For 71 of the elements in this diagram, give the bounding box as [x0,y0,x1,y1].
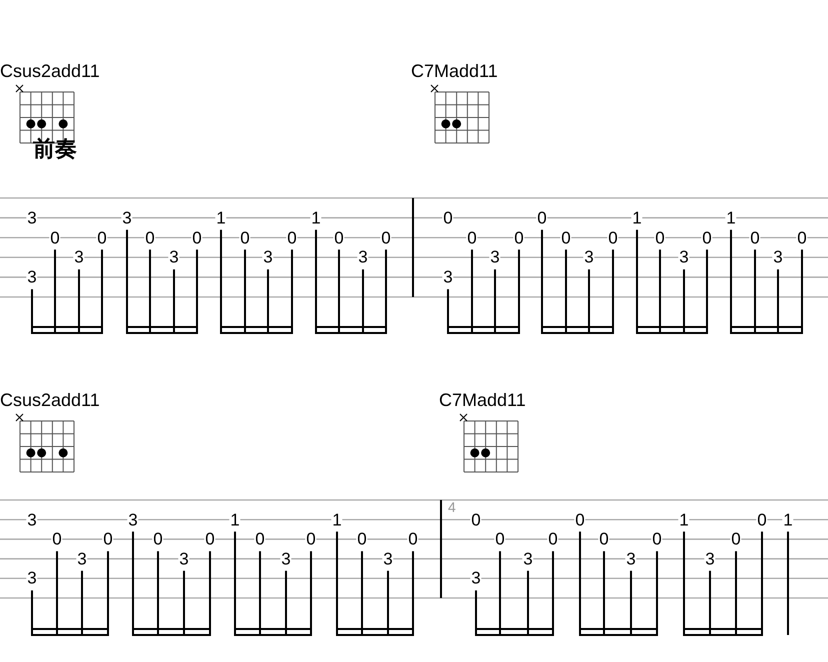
fret-number: 0 [239,229,251,246]
fret-number: 1 [331,511,343,528]
fret-number: 3 [522,550,534,568]
fret-number: 1 [310,209,322,226]
fret-number: 0 [607,229,619,246]
fret-number: 3 [470,570,482,587]
chord-name: Csus2add11 [0,62,100,80]
chord-name: C7Madd11 [411,62,498,80]
fret-number: 3 [26,511,38,528]
fret-number: 1 [631,209,643,226]
fret-number: 0 [286,229,298,246]
fret-number: 0 [730,530,742,548]
fret-number: 1 [782,511,794,528]
fret-number: 0 [796,229,808,246]
fret-number: 3 [121,209,133,226]
fret-number: 1 [229,511,241,528]
fret-number: 0 [333,229,345,246]
fret-number: 3 [357,248,369,266]
fret-number: 3 [76,550,88,568]
fret-number: 0 [470,511,482,528]
fret-number: 0 [749,229,761,246]
fret-number: 3 [168,248,180,266]
fret-number: 3 [178,550,190,568]
fret-number: 3 [382,550,394,568]
fret-number: 3 [442,268,454,286]
fret-number: 0 [466,229,478,246]
fret-number: 3 [625,550,637,568]
fret-number: 0 [204,530,216,548]
fret-number: 3 [73,248,85,266]
fret-number: 3 [583,248,595,266]
fret-number: 3 [678,248,690,266]
fret-number: 0 [598,530,610,548]
fret-number: 0 [701,229,713,246]
fret-number: 3 [772,248,784,266]
fret-number: 0 [356,530,368,548]
fret-number: 0 [144,229,156,246]
fret-number: 0 [49,229,61,246]
fret-number: 3 [280,550,292,568]
fret-number: 0 [494,530,506,548]
section-heading: 前奏 [33,139,77,161]
fret-number: 3 [262,248,274,266]
fret-number: 1 [215,209,227,226]
fret-number: 0 [254,530,266,548]
fret-number: 0 [536,209,548,226]
fret-number: 0 [51,530,63,548]
fret-number: 3 [489,248,501,266]
fret-number: 0 [654,229,666,246]
fret-number: 0 [152,530,164,548]
fret-number: 0 [380,229,392,246]
bar-number: 4 [448,500,456,514]
fret-number: 0 [191,229,203,246]
fret-number: 0 [513,229,525,246]
fret-number: 0 [305,530,317,548]
fret-number: 3 [127,511,139,528]
fret-number: 0 [96,229,108,246]
fret-number: 3 [26,209,38,226]
fret-number: 3 [26,268,38,286]
chord-name: Csus2add11 [0,391,100,409]
chord-name: C7Madd11 [439,391,526,409]
fret-number: 0 [756,511,768,528]
fret-number: 0 [442,209,454,226]
fret-number: 0 [651,530,663,548]
fret-number: 0 [574,511,586,528]
fret-number: 3 [26,570,38,587]
fret-number: 1 [678,511,690,528]
fret-number: 0 [407,530,419,548]
fret-number: 0 [560,229,572,246]
fret-number: 1 [725,209,737,226]
fret-number: 0 [102,530,114,548]
fret-number: 0 [547,530,559,548]
fret-number: 3 [704,550,716,568]
